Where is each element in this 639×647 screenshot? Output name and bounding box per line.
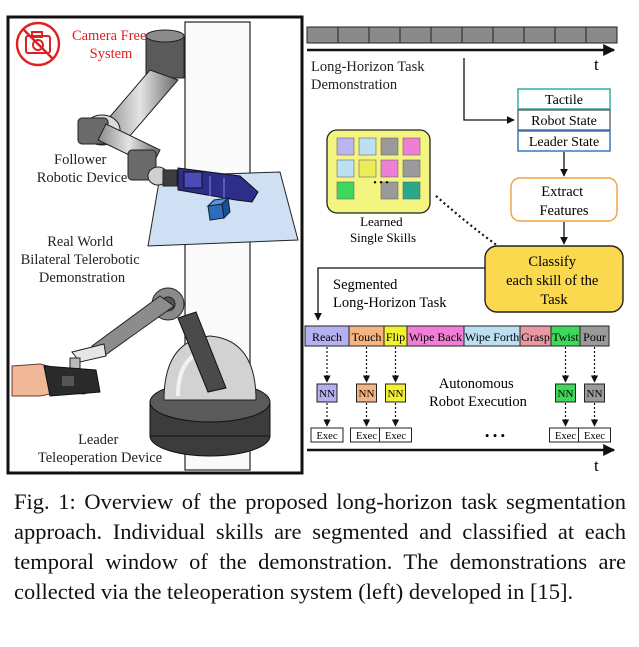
learned-skill-swatch — [358, 137, 377, 156]
skill-segment-label: Twist — [552, 330, 579, 344]
learned-skill-swatch — [380, 181, 399, 200]
exec-box — [578, 427, 611, 443]
classify-box — [484, 245, 624, 313]
skill-segment-label: Flip — [386, 330, 405, 344]
leader-teleoperation-device — [69, 287, 271, 457]
follower-label: Follower Robotic Device — [37, 152, 128, 186]
skill-segment-label: Reach — [312, 330, 342, 344]
learned-skill-swatch — [380, 137, 399, 156]
leader-label: Leader Teleoperation Device — [38, 432, 162, 466]
input-leader-state-box — [517, 130, 611, 152]
autonomous-label: Autonomous Robot Execution — [429, 376, 528, 410]
skill-segment-label: Wipe Back — [409, 330, 462, 344]
classify-label: Classify each skill of the Task — [506, 254, 602, 308]
exec-label: Exec — [584, 431, 605, 442]
skill-segment-label: Pour — [583, 330, 606, 344]
exec-label: Exec — [356, 431, 377, 442]
figure-caption: Fig. 1: Overview of the proposed long-ho… — [14, 489, 626, 604]
demo-to-inputs-arrow — [463, 58, 515, 124]
exec-label: Exec — [555, 431, 576, 442]
nn-box — [385, 383, 406, 403]
nn-box — [555, 383, 576, 403]
skills-to-classify-link — [435, 195, 499, 247]
bottom-axis-t: t — [594, 456, 599, 475]
exec-box — [310, 427, 344, 443]
camera-off-icon — [15, 21, 61, 67]
top-axis-t: t — [594, 55, 599, 74]
learned-skill-swatch — [358, 159, 377, 178]
follower-robot-arm — [77, 29, 185, 187]
grid-ellipsis: • • • — [373, 178, 389, 189]
demo-label: Long-Horizon Task Demonstration — [311, 59, 428, 93]
learned-skill-swatch — [380, 159, 399, 178]
segmented-label: Segmented Long-Horizon Task — [333, 277, 447, 311]
learned-skill-swatch — [336, 159, 355, 178]
timeline-ticks — [337, 27, 587, 43]
camera-free-label: Camera Free System — [72, 28, 150, 62]
learned-skills-label: Learned Single Skills — [350, 214, 416, 245]
nn-label: NN — [587, 388, 603, 400]
nn-box — [584, 383, 605, 403]
learned-skill-swatch — [336, 181, 355, 200]
follower-gripper — [177, 167, 259, 203]
nn-label: NN — [359, 388, 375, 400]
nn-label: NN — [319, 388, 335, 400]
skill-segment — [579, 325, 610, 347]
exec-box — [379, 427, 412, 443]
input-robot-state-box — [517, 109, 611, 131]
learned-skill-swatch — [402, 181, 421, 200]
overview-figure: Camera Free System Follower Robotic Devi… — [6, 15, 624, 475]
extract-features-label: Extract Features — [539, 184, 588, 219]
skill-segment-label: Touch — [352, 330, 382, 344]
nn-label: NN — [558, 388, 574, 400]
exec-ellipsis: • • • — [485, 428, 505, 443]
input-leader-state-label: Leader State — [529, 135, 599, 150]
exec-label: Exec — [385, 431, 406, 442]
extract-features-box — [510, 177, 618, 222]
input-tactile-label: Tactile — [545, 93, 583, 108]
learned-skill-swatch — [402, 137, 421, 156]
learned-skill-swatch — [402, 159, 421, 178]
skill-segment-label: Wipe Forth — [465, 330, 520, 344]
operator-hand — [11, 363, 101, 397]
input-tactile-box — [517, 88, 611, 110]
input-robot-state-label: Robot State — [531, 114, 597, 129]
real-world-label: Real World Bilateral Telerobotic Demonst… — [21, 234, 144, 286]
skill-segment-label: Grasp — [521, 330, 550, 344]
exec-label: Exec — [317, 431, 338, 442]
nn-box — [356, 383, 377, 403]
nn-label: NN — [388, 388, 404, 400]
blue-cube — [206, 196, 231, 221]
learned-skill-swatch — [336, 137, 355, 156]
classify-to-segmented-arrow — [314, 267, 485, 321]
nn-exec-chains: NN Exec NN Exec NN Exec NN Exec NN Exec — [310, 347, 611, 443]
learned-skills-grid — [336, 137, 421, 200]
nn-box — [316, 383, 338, 403]
